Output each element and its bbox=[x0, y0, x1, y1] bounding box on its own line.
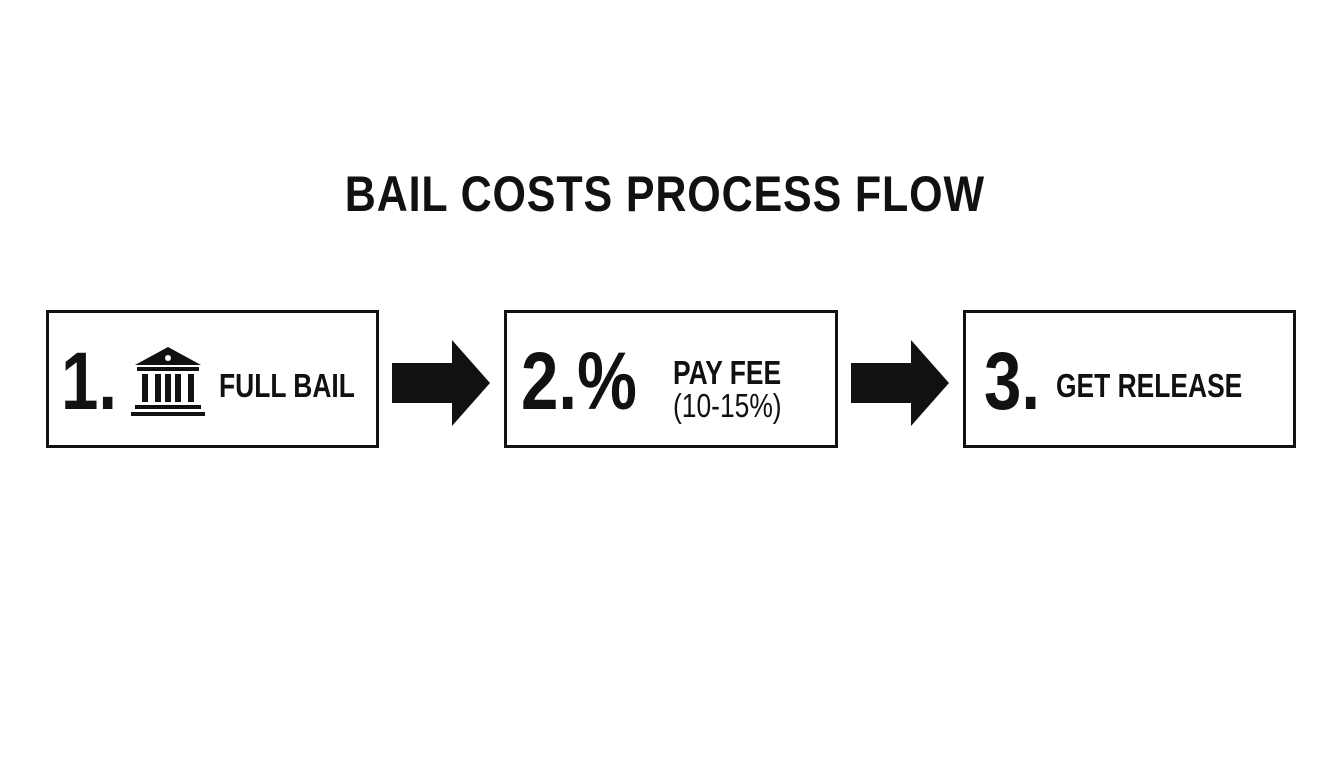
step-box-get-release: 3. GET RELEASE bbox=[963, 310, 1296, 448]
bank-building-icon bbox=[131, 347, 205, 416]
arrow-right-icon bbox=[851, 340, 949, 426]
step-box-full-bail: 1. FULL BAIL bbox=[46, 310, 379, 448]
step-label: GET RELEASE bbox=[1056, 367, 1243, 404]
step-number: 1. bbox=[61, 336, 118, 427]
step-label: FULL BAIL bbox=[219, 367, 355, 404]
step-number: 2.% bbox=[521, 336, 637, 427]
step-label: PAY FEE bbox=[673, 354, 782, 391]
diagram-title: BAIL COSTS PROCESS FLOW bbox=[344, 166, 985, 222]
step-box-pay-fee: 2.% PAY FEE (10-15%) bbox=[504, 310, 838, 448]
step-sublabel: (10-15%) bbox=[673, 387, 782, 424]
step-number: 3. bbox=[984, 336, 1041, 427]
arrow-right-icon bbox=[392, 340, 490, 426]
